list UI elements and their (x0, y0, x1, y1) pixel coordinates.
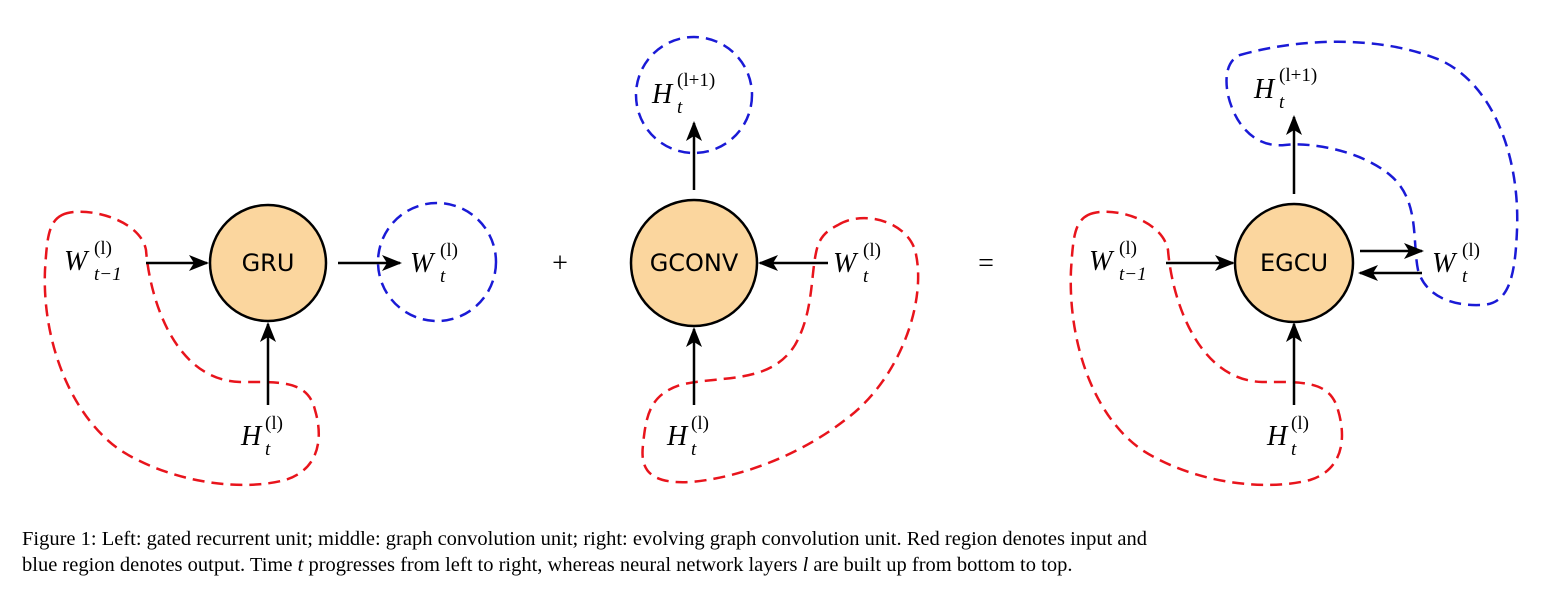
gconv-input-region (641, 216, 920, 484)
gru-h-label: H(l)t (240, 413, 283, 460)
egcu-node-label: EGCU (1260, 249, 1328, 277)
gru-output-region (376, 201, 498, 323)
gconv-h-in-label: H(l)t (666, 413, 709, 460)
gru-input-region (43, 210, 320, 487)
egcu-input-region (1069, 210, 1344, 487)
figure-diagram: GRU W(l)t−1 H(l)t W(l)t + GCONV H(l+1)t … (43, 35, 1519, 487)
gconv-output-region (634, 35, 754, 155)
gru-w-out-label: W(l)t (410, 240, 458, 287)
gconv-diagram: GCONV H(l+1)t W(l)t H(l)t (629, 35, 920, 484)
plus-sign: + (552, 248, 568, 279)
gru-diagram: GRU W(l)t−1 H(l)t W(l)t (43, 201, 498, 487)
gconv-w-label: W(l)t (833, 240, 881, 287)
gru-node (208, 203, 328, 323)
egcu-h-in-label: H(l)t (1266, 413, 1309, 460)
gconv-node-label: GCONV (650, 249, 739, 277)
equals-sign: = (978, 248, 994, 279)
egcu-h-out-label: H(l+1)t (1253, 65, 1317, 113)
caption-line-2: blue region denotes output. Time t progr… (22, 554, 1073, 576)
egcu-w-label: W(l)t (1432, 240, 1480, 287)
gru-node-label: GRU (242, 249, 295, 277)
gru-w-prev-label: W(l)t−1 (64, 238, 122, 285)
figure-caption: Figure 1: Left: gated recurrent unit; mi… (22, 526, 1542, 578)
caption-line-1: Figure 1: Left: gated recurrent unit; mi… (22, 528, 1147, 550)
gconv-h-out-label: H(l+1)t (651, 70, 715, 118)
gconv-node (629, 198, 759, 328)
egcu-w-prev-label: W(l)t−1 (1089, 238, 1147, 285)
egcu-output-region (1225, 40, 1519, 307)
egcu-diagram: EGCU H(l+1)t W(l)t−1 W(l)t H(l)t (1069, 40, 1519, 487)
